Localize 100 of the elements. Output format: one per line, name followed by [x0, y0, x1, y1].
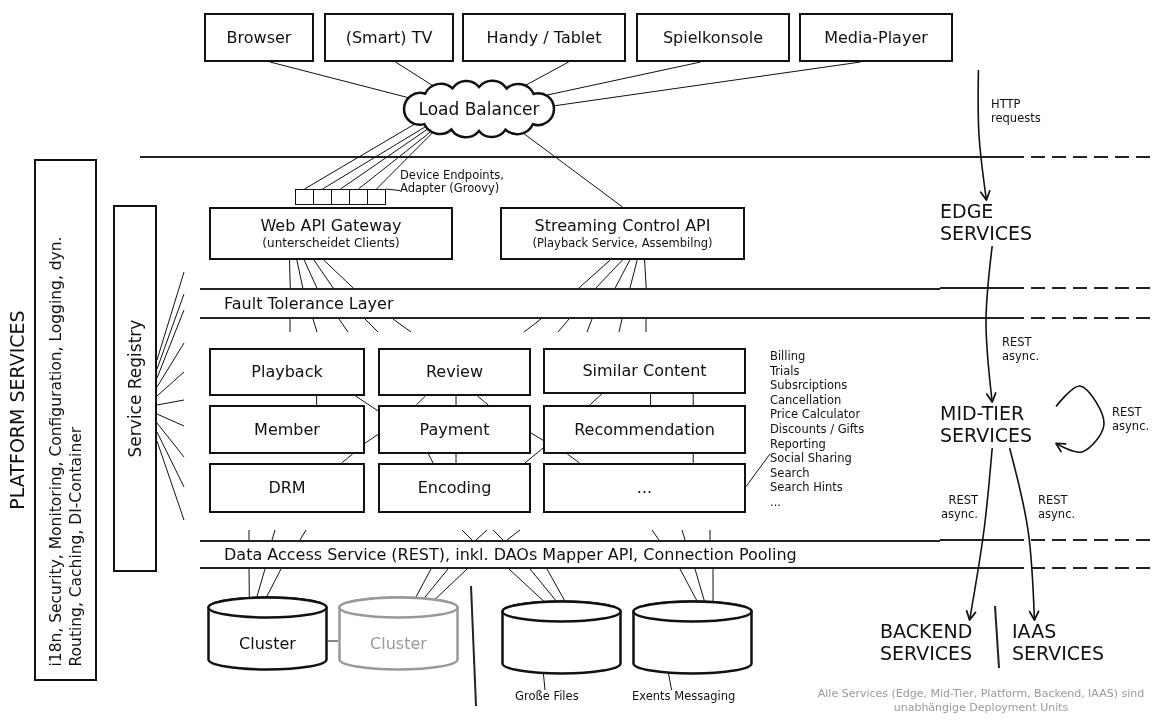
feature-item: Reporting [770, 436, 826, 452]
connector-line [595, 259, 623, 289]
annotation-text: Exents Messaging [632, 690, 764, 706]
arrow [1008, 447, 1040, 621]
tier-label: IAAS SERVICES [1012, 620, 1124, 666]
connector-line [506, 529, 521, 541]
connector-line [316, 395, 318, 406]
device-label: Handy / Tablet [486, 27, 602, 48]
connector-line [557, 318, 570, 333]
device-label: Spielkonsole [662, 27, 764, 48]
connector-line [692, 453, 694, 464]
connector-line [313, 259, 334, 289]
feature-item: Search Hints [770, 480, 843, 495]
service-name: Payment [419, 419, 490, 440]
feature-item: Cancellation [770, 392, 842, 408]
feature-item: Search [770, 465, 810, 481]
device-box [636, 13, 790, 62]
device-box [799, 13, 953, 62]
connector-line [156, 399, 185, 406]
feature-item: Billing [770, 349, 806, 364]
annotation-text: Device Endpoints, Adapter (Groovy) [400, 169, 530, 199]
connector-line [340, 128, 429, 190]
cluster-label: Cluster [239, 634, 296, 653]
connector-line [156, 342, 185, 388]
feature-item: Social Sharing [770, 451, 852, 466]
leader-line [745, 453, 771, 487]
connector-line [156, 371, 185, 397]
layer-label: Fault Tolerance Layer [224, 294, 394, 313]
service-name: Member [254, 419, 320, 440]
connector-line [522, 132, 623, 208]
connector-line [296, 259, 304, 289]
service-box [543, 463, 746, 513]
connector-line [651, 529, 660, 541]
connector-line [327, 640, 339, 642]
device-box [462, 13, 626, 62]
connector-line [289, 318, 291, 333]
feature-item: Discounts / Gifts [770, 421, 865, 437]
connector-line [392, 318, 412, 333]
connector-line [322, 126, 427, 190]
connector-line [546, 568, 566, 602]
feature-item: ... [770, 494, 781, 510]
connector-line [589, 393, 603, 406]
connector-line [455, 395, 457, 406]
platform-panel [34, 159, 97, 681]
service-name: Playback [251, 362, 323, 382]
service-box [209, 463, 365, 513]
arrow [985, 245, 997, 403]
connector-line [248, 568, 250, 599]
registry-label: Service Registry [123, 319, 146, 457]
connector-line [338, 318, 349, 333]
tier-label: MID-TIER SERVICES [940, 402, 1056, 448]
layer-label: Data Access Service (REST), inkl. DAOs Mapper API, Connection Pooling [224, 545, 797, 564]
device-label: (Smart) TV [345, 27, 433, 48]
connector-line [650, 393, 652, 406]
arrow [1055, 385, 1105, 454]
connector-line [414, 568, 432, 599]
connector-line [614, 259, 631, 289]
service-name: DRM [268, 478, 306, 498]
connector-line [358, 131, 432, 190]
connector-line [476, 395, 489, 406]
registry-panel [113, 205, 157, 572]
connector-line [645, 318, 647, 333]
connector-line [415, 395, 426, 406]
connector-line [304, 123, 416, 190]
gateway-box [209, 207, 453, 260]
connector-line [355, 395, 379, 412]
connector-line [341, 453, 353, 464]
api-subtitle: (Playback Service, Assembilng) [532, 236, 713, 251]
connector-line [629, 259, 638, 289]
tier-label: EDGE SERVICES [940, 200, 1056, 246]
connector-line [299, 529, 307, 541]
connector-line [475, 529, 488, 541]
connector-line [524, 61, 570, 86]
leader-line [667, 672, 673, 691]
connector-line [303, 259, 318, 289]
connector-line [423, 568, 449, 599]
connector-line [312, 318, 318, 333]
leader-line [385, 188, 401, 192]
adapter-box [367, 189, 386, 205]
service-box [209, 405, 365, 454]
connector-line [156, 422, 185, 458]
gateway-subtitle: (unterscheidet Clients) [262, 236, 400, 251]
connector-line [566, 453, 581, 464]
service-box [543, 348, 746, 394]
arrow [977, 69, 991, 201]
device-label: Media-Player [824, 27, 928, 48]
api-box [500, 207, 745, 260]
service-box [543, 405, 746, 454]
connector-line [578, 259, 611, 289]
connector-line [289, 259, 291, 289]
device-box [324, 13, 454, 62]
connector-line [395, 61, 434, 87]
gateway-title: Web API Gateway [260, 216, 402, 236]
device-box [204, 13, 314, 62]
connector-line [323, 259, 354, 289]
service-box [378, 348, 531, 396]
arrow [965, 447, 993, 621]
service-box [378, 405, 531, 454]
feature-item: Price Calculator [770, 407, 861, 422]
connector-line [523, 318, 542, 333]
